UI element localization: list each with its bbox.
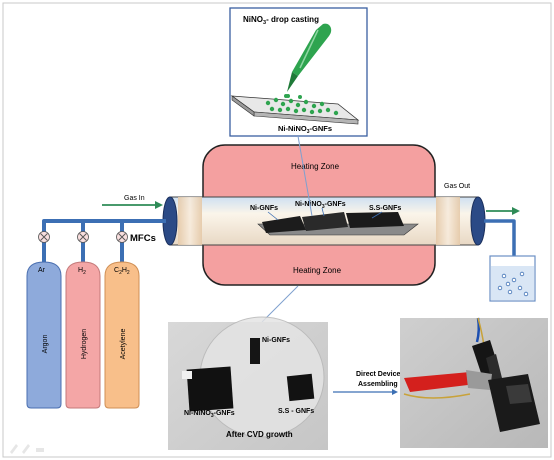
device-photo [400,317,548,448]
cylinder-argon-name: Argon [42,335,49,354]
mfc-valve-hydrogen [77,231,89,243]
tube-right-band [436,197,460,245]
cylinder-argon: Ar Argon [26,261,62,409]
tube-left-band [178,197,202,245]
gas-out-arrow [486,207,520,215]
sample-ninino3-gnfs [302,212,348,231]
photo-sample-tab [182,371,192,379]
clip-red [403,370,492,399]
photo-label-ninino3: Ni-NiNO3-GNFs [184,410,235,419]
after-cvd-photo: Ni-GNFs Ni-NiNO3-GNFs S.S - GNFs After C… [168,316,328,450]
cylinder-acetylene-name: Acetylene [120,329,127,360]
photo-label-ss: S.S - GNFs [278,408,314,415]
gas-out-label: Gas Out [444,183,470,190]
cylinder-argon-formula: Ar [38,267,46,274]
exhaust-pipe [484,219,516,268]
heating-zone-bottom-label: Heating Zone [293,266,342,275]
tube-label-ss: S.S-GNFs [369,205,401,212]
sample-ni-gnfs [262,216,306,233]
pointer-ni [267,211,279,221]
substrate-slide [230,95,360,125]
drop-casting-panel: NiNO3- drop casting Ni-NiNO3-GN [229,7,368,137]
cylinder-acetylene-formula: C2H2 [114,267,130,276]
gas-in-label: Gas In [124,195,145,202]
mfc-valves [38,231,128,243]
connector-drop-to-tube [297,135,313,217]
connector-tube-to-photo [261,285,299,323]
assembly-line1: Direct Device [356,371,400,378]
photo-label-ni: Ni-GNFs [262,337,290,344]
tube-right-cap [470,196,486,246]
tube-label-ninino3: Ni-NiNO3-GNFs [295,201,346,210]
drop-casting-title: NiNO3- drop casting [243,15,319,26]
photo-sample-ninino3 [186,366,234,412]
mfc-valve-acetylene [116,231,128,243]
assembly-arrow [333,389,398,395]
bubbles [497,271,529,297]
cylinder-hydrogen-name: Hydrogen [81,329,88,359]
watermark-marks [10,444,44,454]
bubbler-beaker [489,255,536,302]
assembly-line2: Assembling [358,381,398,388]
gas-in-arrow [102,201,163,209]
cylinder-hydrogen: H2 Hydrogen [65,261,101,409]
tube-label-ni: Ni-GNFs [250,205,278,212]
samples-in-tube: Ni-GNFs Ni-NiNO3-GNFs S.S-GNFs [250,201,419,236]
mfc-valve-argon [38,231,50,243]
device-sample-highlight [506,384,532,404]
photo-sample-ss [286,373,315,402]
after-cvd-caption: After CVD growth [226,430,293,439]
photo-sample-ni [250,338,260,364]
drops-on-substrate [265,94,339,116]
substrate-label: Ni-NiNO3-GNFs [278,124,332,135]
cylinder-hydrogen-formula: H2 [78,267,86,276]
pointer-ss [371,211,383,219]
cylinder-acetylene: C2H2 Acetylene [104,261,140,409]
heating-zone-top-label: Heating Zone [291,162,340,171]
pipette-icon [287,23,332,92]
pointer-ninino3 [321,207,325,217]
mfcs-label: MFCs [130,233,156,244]
sample-ss-gnfs [346,212,404,228]
